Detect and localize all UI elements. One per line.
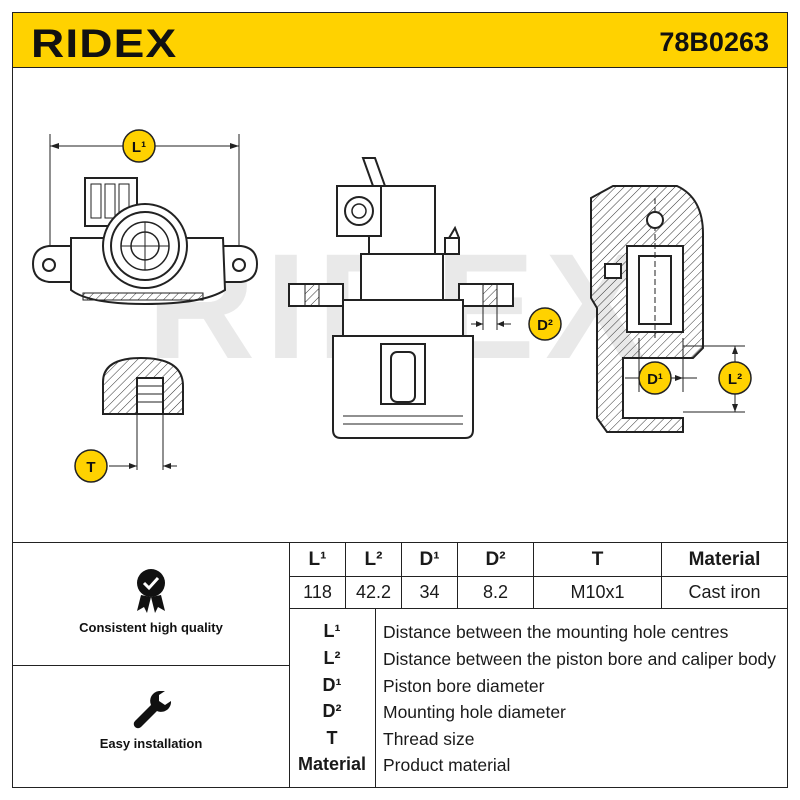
callout-l1: L¹ bbox=[122, 129, 156, 163]
legend-description: Mounting hole diameter bbox=[383, 702, 566, 722]
legend-description: Distance between the mounting hole centr… bbox=[383, 622, 729, 642]
legend-description: Distance between the piston bore and cal… bbox=[383, 649, 777, 669]
spec-header-d1: D¹ bbox=[401, 543, 457, 577]
callout-t-label: T bbox=[86, 459, 95, 476]
spec-header-t: T bbox=[533, 543, 661, 577]
spec-header-l1: L¹ bbox=[289, 543, 345, 577]
caliper-side-view bbox=[288, 157, 514, 439]
callout-l2-label: L² bbox=[728, 371, 742, 388]
caliper-front-view bbox=[31, 134, 259, 306]
legend-symbol: D¹ bbox=[322, 675, 342, 695]
spec-header-material: Material bbox=[661, 543, 787, 577]
header-bar: RIDEX 78B0263 bbox=[12, 12, 788, 68]
legend-divider bbox=[375, 609, 376, 787]
technical-drawing: RIDEX bbox=[12, 68, 788, 542]
feature-quality: Consistent high quality bbox=[13, 567, 289, 635]
spec-value-d2: 8.2 bbox=[457, 577, 533, 609]
feature-divider bbox=[13, 665, 289, 666]
legend-symbol: L² bbox=[323, 648, 341, 668]
brand-logo: RIDEX bbox=[31, 22, 178, 66]
callout-d1-label: D¹ bbox=[647, 371, 663, 388]
spec-header-d2: D² bbox=[457, 543, 533, 577]
caliper-section-view bbox=[590, 185, 745, 433]
feature-installation-label: Easy installation bbox=[99, 736, 203, 751]
legend-left-border bbox=[289, 609, 290, 787]
callout-d2-label: D² bbox=[537, 317, 553, 334]
features-column: Consistent high quality Easy installatio… bbox=[13, 543, 289, 787]
thread-detail bbox=[102, 356, 184, 470]
spec-value-l1: 118 bbox=[289, 577, 345, 609]
legend-description: Piston bore diameter bbox=[383, 676, 545, 696]
legend-symbol: Material bbox=[297, 754, 367, 774]
callout-d2: D² bbox=[528, 307, 562, 341]
spec-value-material: Cast iron bbox=[661, 577, 787, 609]
legend-description: Product material bbox=[383, 755, 511, 775]
legend-description: Thread size bbox=[383, 729, 475, 749]
feature-quality-label: Consistent high quality bbox=[79, 620, 223, 635]
callout-l2: L² bbox=[718, 361, 752, 395]
legend-symbol: D² bbox=[322, 701, 342, 721]
legend-symbol: T bbox=[326, 728, 338, 748]
callout-l1-label: L¹ bbox=[132, 139, 146, 156]
part-number: 78B0263 bbox=[659, 27, 769, 57]
wrench-icon bbox=[133, 691, 172, 729]
spec-header-l2: L² bbox=[345, 543, 401, 577]
quality-check-icon bbox=[137, 569, 165, 613]
callout-t: T bbox=[74, 449, 108, 483]
spec-value-t: M10x1 bbox=[533, 577, 661, 609]
caliper-drawing: RIDEX bbox=[31, 129, 752, 483]
spec-panel: Consistent high quality Easy installatio… bbox=[12, 542, 788, 788]
spec-value-d1: 34 bbox=[401, 577, 457, 609]
callout-d1: D¹ bbox=[638, 361, 672, 395]
legend-symbol: L¹ bbox=[323, 621, 341, 641]
spec-value-l2: 42.2 bbox=[345, 577, 401, 609]
feature-installation: Easy installation bbox=[13, 687, 289, 751]
